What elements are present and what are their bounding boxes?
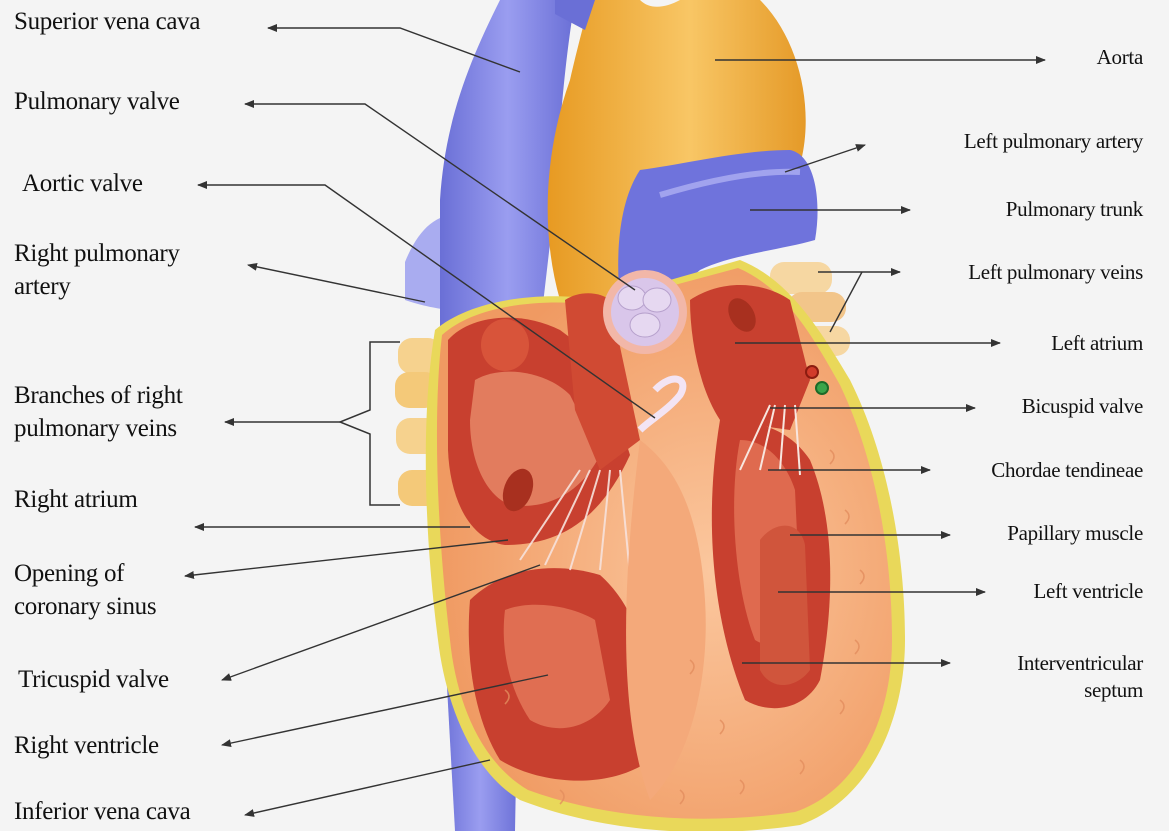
- label-left-pulmonary-artery: Left pulmonary artery: [964, 128, 1143, 155]
- sinoatrial-node: [481, 319, 529, 371]
- label-pulmonary-trunk: Pulmonary trunk: [1006, 196, 1143, 223]
- label-bicuspid-valve: Bicuspid valve: [1022, 393, 1143, 420]
- pulmonary-valve: [603, 270, 687, 354]
- label-pulmonary-valve: Pulmonary valve: [14, 86, 180, 119]
- coronary-artery-dot: [806, 366, 818, 378]
- label-chordae-tendineae: Chordae tendineae: [991, 457, 1143, 484]
- papillary-muscle: [760, 526, 810, 685]
- label-papillary-muscle: Papillary muscle: [1007, 520, 1143, 547]
- label-left-ventricle: Left ventricle: [1034, 578, 1144, 605]
- label-aorta: Aorta: [1097, 44, 1143, 71]
- label-right-ventricle: Right ventricle: [14, 730, 159, 763]
- label-aortic-valve: Aortic valve: [22, 168, 143, 201]
- label-left-pulmonary-veins: Left pulmonary veins: [968, 259, 1143, 286]
- label-left-atrium: Left atrium: [1051, 330, 1143, 357]
- label-superior-vena-cava: Superior vena cava: [14, 6, 200, 39]
- label-right-atrium: Right atrium: [14, 484, 137, 517]
- label-inferior-vena-cava: Inferior vena cava: [14, 796, 190, 829]
- label-tricuspid-valve: Tricuspid valve: [18, 664, 169, 697]
- coronary-vein-dot: [816, 382, 828, 394]
